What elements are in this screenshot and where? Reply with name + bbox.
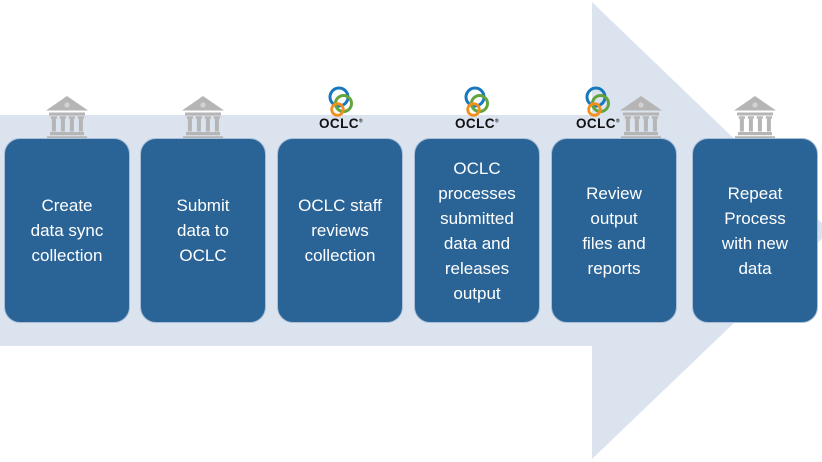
classical-building-icon [182, 96, 224, 140]
step-create-data-sync-collection: Create data sync collection [4, 138, 130, 323]
step-oclc-staff-reviews-collection: OCLC staff reviews collection [277, 138, 403, 323]
oclc-wordmark: OCLC® [319, 116, 363, 131]
classical-building-icon [620, 96, 662, 140]
step-label: Review output files and reports [582, 183, 646, 278]
oclc-wordmark: OCLC® [576, 116, 620, 131]
institution-icon [620, 96, 662, 140]
step-oclc-processes-submitted-data: OCLC processes submitted data and releas… [414, 138, 540, 323]
institution-icon [46, 96, 88, 140]
institution-icon [734, 96, 776, 140]
oclc-logo: OCLC® [313, 86, 369, 131]
step-submit-data-to-oclc: Submit data to OCLC [140, 138, 266, 323]
step-label: Create data sync collection [30, 196, 104, 265]
step-review-output-files-and-reports: Review output files and reports [551, 138, 677, 323]
oclc-rings-icon [464, 86, 489, 117]
institution-icon [182, 96, 224, 140]
oclc-wordmark: OCLC® [455, 116, 499, 131]
step-repeat-process-with-new-data: Repeat Process with new data [692, 138, 818, 323]
oclc-rings-icon [328, 86, 353, 117]
trademark-mark: ® [494, 118, 499, 125]
classical-building-icon [46, 96, 88, 140]
classical-building-icon [734, 96, 776, 140]
trademark-mark: ® [615, 118, 620, 125]
step-label: OCLC staff reviews collection [298, 196, 382, 265]
trademark-mark: ® [358, 118, 363, 125]
step-label: OCLC processes submitted data and releas… [438, 158, 516, 303]
oclc-logo: OCLC® [570, 86, 626, 131]
oclc-logo: OCLC® [449, 86, 505, 131]
oclc-rings-icon [585, 86, 610, 117]
step-label: Repeat Process with new data [721, 183, 789, 278]
step-label: Submit data to OCLC [176, 196, 230, 265]
